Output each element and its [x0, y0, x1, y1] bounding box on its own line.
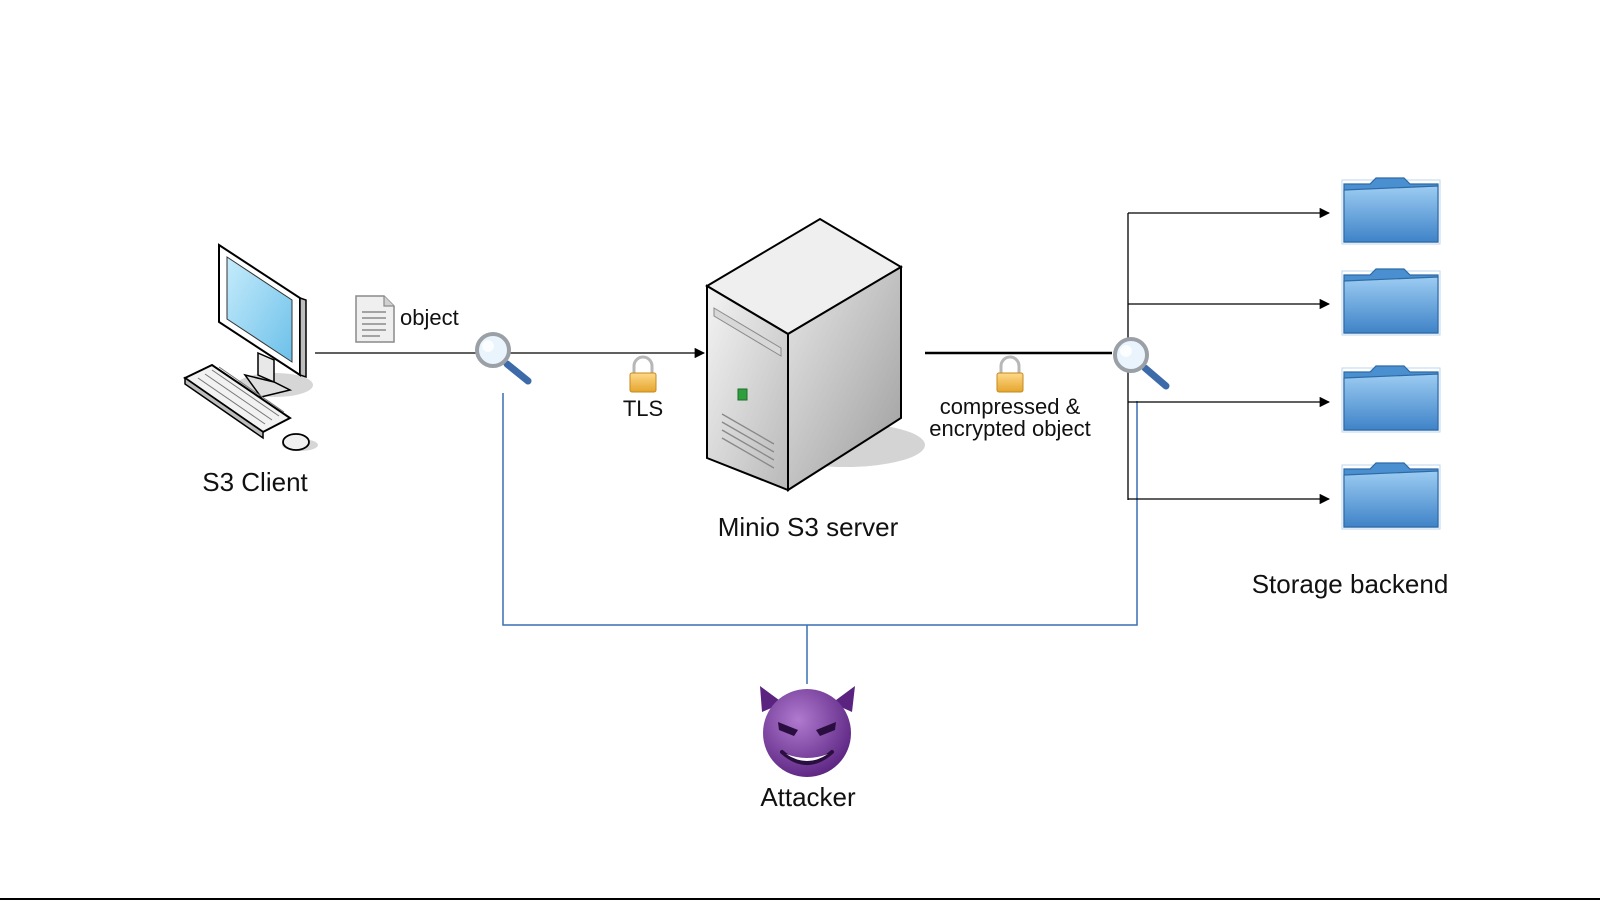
tls-label: TLS — [623, 396, 663, 421]
compressed-label-line1: compressed & — [940, 394, 1081, 419]
folder-icon — [1341, 268, 1441, 336]
magnifier-icon — [475, 332, 532, 385]
document-icon — [355, 295, 395, 343]
compressed-label-line2: encrypted object — [929, 416, 1090, 441]
magnifier-icon — [1113, 337, 1170, 390]
padlock-icon — [996, 355, 1024, 393]
server-tower-icon — [705, 217, 925, 492]
attacker-tap-lines — [502, 393, 1138, 684]
server-label: Minio S3 server — [718, 512, 899, 542]
padlock-icon — [629, 355, 657, 393]
attacker-label: Attacker — [760, 782, 856, 812]
client-label: S3 Client — [202, 467, 308, 497]
folder-icon — [1341, 462, 1441, 530]
storage-label: Storage backend — [1252, 569, 1449, 599]
folder-icon — [1341, 177, 1441, 245]
folder-icon — [1341, 365, 1441, 433]
devil-face-icon — [760, 686, 855, 777]
object-label: object — [400, 305, 459, 330]
desktop-computer-icon — [183, 243, 318, 451]
